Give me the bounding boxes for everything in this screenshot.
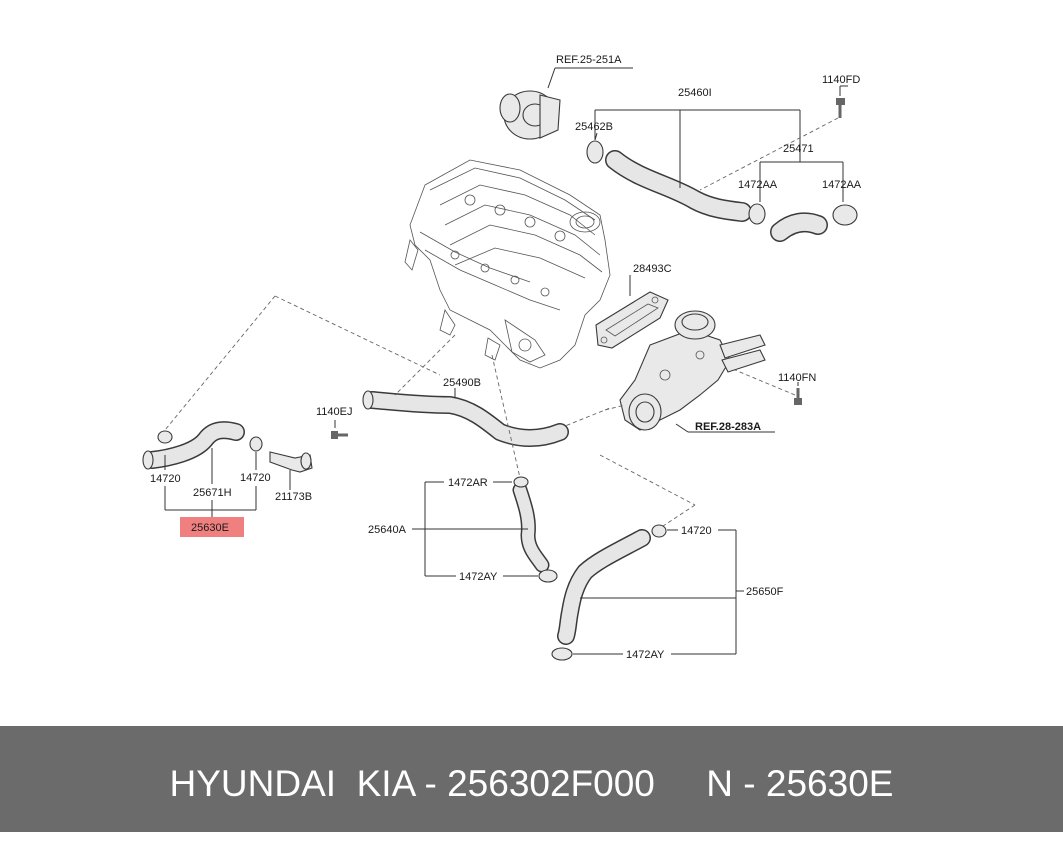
gasket-28493c bbox=[595, 291, 669, 349]
label-1472ay-2: 1472AY bbox=[626, 649, 665, 661]
fitting-21173b bbox=[269, 451, 313, 473]
label-1140fn: 1140FN bbox=[778, 372, 816, 384]
hose-25490b bbox=[362, 390, 569, 447]
engine-block bbox=[404, 159, 611, 369]
clamp-1472ar bbox=[513, 476, 529, 488]
thermostat-housing bbox=[619, 310, 766, 431]
bolt-1140fn bbox=[794, 388, 802, 405]
hose-25640a bbox=[512, 482, 550, 573]
label-25462b: 25462B bbox=[575, 121, 613, 133]
label-21173b: 21173B bbox=[275, 491, 312, 503]
label-14720-left: 14720 bbox=[150, 473, 181, 485]
label-25671h: 25671H bbox=[193, 487, 232, 499]
highlight-25630e bbox=[180, 517, 244, 537]
label-1140fd: 1140FD bbox=[822, 74, 860, 86]
label-25630e: 25630E bbox=[191, 522, 229, 534]
clamp-14720-mid bbox=[249, 436, 263, 452]
clamp-14720-left bbox=[157, 430, 173, 444]
footer-bar: HYUNDAI KIA - 256302F000 N - 25630E bbox=[0, 726, 1063, 832]
clamp-1472aa-1 bbox=[748, 203, 766, 225]
hose-25650f bbox=[557, 529, 651, 645]
label-25471: 25471 bbox=[783, 143, 814, 155]
label-1140ej: 1140EJ bbox=[316, 406, 353, 418]
parts-diagram: REF.25-251A 25462B 25460I 1140FD 25471 1… bbox=[142, 54, 862, 661]
label-1472ar: 1472AR bbox=[448, 477, 488, 489]
label-ref-28-283a: REF.28-283A bbox=[695, 421, 761, 433]
label-1472aa-1: 1472AA bbox=[738, 179, 778, 191]
label-25640a: 25640A bbox=[368, 524, 407, 536]
label-14720-right: 14720 bbox=[681, 525, 712, 537]
water-pump-ref bbox=[499, 90, 561, 140]
label-1472ay-1: 1472AY bbox=[459, 571, 498, 583]
clamp-14720-right bbox=[651, 524, 667, 538]
label-14720-mid: 14720 bbox=[240, 472, 271, 484]
hose-25460i bbox=[605, 150, 752, 222]
label-25650f: 25650F bbox=[746, 586, 784, 598]
hose-25471 bbox=[770, 212, 828, 242]
label-1472aa-2: 1472AA bbox=[822, 179, 862, 191]
hose-25671h bbox=[142, 421, 245, 470]
label-28493c: 28493C bbox=[633, 263, 672, 275]
clamp-1472aa-2 bbox=[832, 204, 858, 226]
label-ref-25-251a: REF.25-251A bbox=[556, 54, 622, 66]
bolt-1140ej bbox=[331, 431, 348, 439]
label-25460i: 25460I bbox=[678, 87, 712, 99]
label-25490b: 25490B bbox=[443, 377, 481, 389]
clamp-25462b bbox=[586, 140, 604, 164]
part-number-caption: HYUNDAI KIA - 256302F000 N - 25630E bbox=[169, 763, 894, 804]
clamp-1472ay-2 bbox=[551, 647, 573, 661]
bolt-1140fd bbox=[836, 98, 845, 118]
clamp-1472ay-1 bbox=[538, 569, 558, 583]
